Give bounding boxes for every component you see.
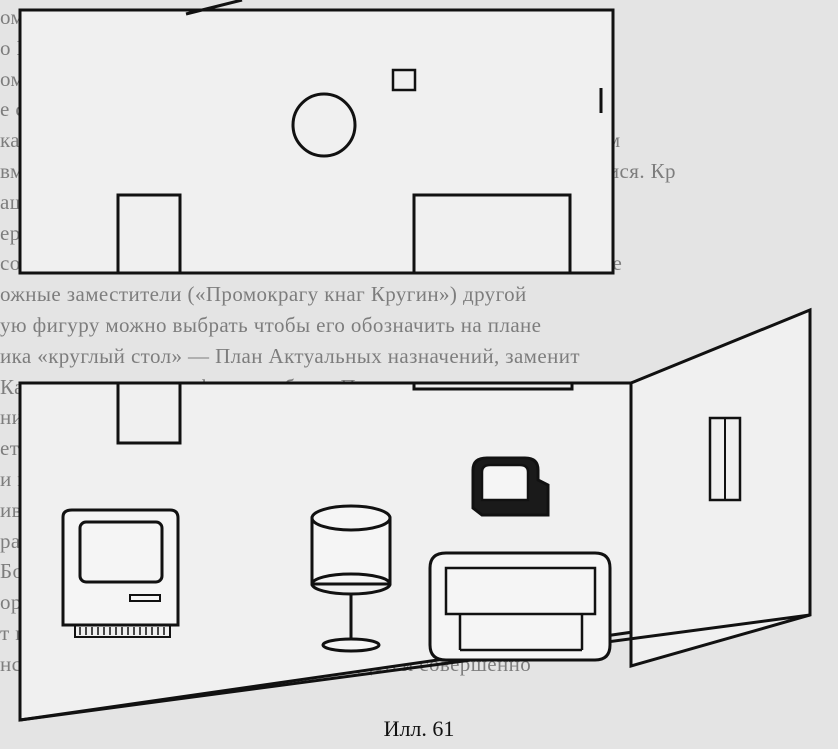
- mac-computer-icon: [61, 508, 180, 638]
- sofa-icon: [428, 551, 612, 662]
- plan-right-rect: [412, 193, 572, 275]
- room-right-wall: [629, 307, 812, 668]
- wall-cabinet-right: [412, 381, 574, 391]
- room-front-edge: [19, 613, 811, 722]
- round-table-icon: [310, 504, 392, 653]
- plan-left-rect: [116, 193, 182, 275]
- plan-circle-table: [291, 92, 357, 158]
- background-text-line: ую фигуру можно выбрать чтобы его обозна…: [0, 313, 542, 337]
- wall-cabinet-left: [116, 381, 182, 445]
- floor-plan: [18, 0, 615, 275]
- armchair-icon: [471, 456, 550, 517]
- plan-small-square: [391, 68, 417, 92]
- background-text-line: ика «круглый стол» — План Актуальных наз…: [0, 343, 580, 368]
- background-text-line: ожные заместители («Промокрагу кнаг Круг…: [0, 282, 527, 307]
- plan-diagonal-mark: [185, 0, 243, 16]
- figure-caption: Илл. 61: [383, 716, 455, 741]
- plan-room-outline: [18, 8, 615, 275]
- room-perspective: [18, 307, 812, 722]
